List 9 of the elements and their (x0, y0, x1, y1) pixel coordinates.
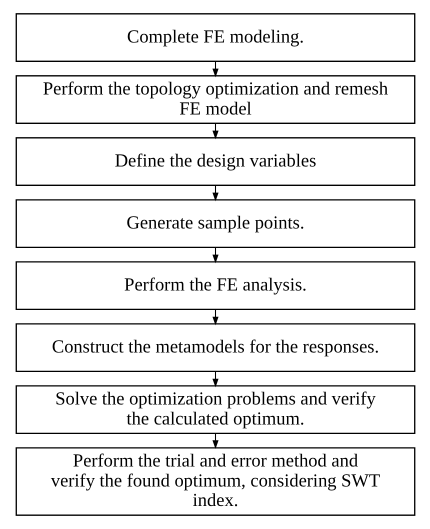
node-box: Construct the metamodels for the responses. (15, 323, 415, 372)
node-box: Perform the FE analysis. (15, 261, 415, 310)
node-box: Generate sample points. (15, 199, 415, 248)
node-box: Complete FE modeling. (15, 13, 415, 62)
arrow (212, 434, 218, 450)
node-box: Define the design variables (15, 137, 415, 186)
node-box: Perform the topology optimization and remesh FE model (15, 75, 415, 124)
node-box: Solve the optimization problems and verify the calculated optimum. (15, 385, 415, 434)
node-box: Perform the trial and error method and verify the found optimum, considering SWT index. (15, 447, 415, 516)
